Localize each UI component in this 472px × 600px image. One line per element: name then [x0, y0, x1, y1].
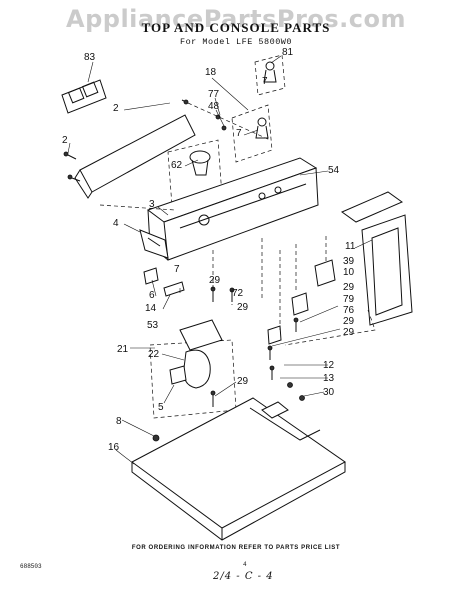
callout-8: 8 — [116, 416, 122, 427]
callout-12: 12 — [323, 360, 335, 371]
callout-29e: 29 — [343, 327, 355, 338]
callout-16: 16 — [108, 442, 120, 453]
callout-62: 62 — [171, 160, 183, 171]
callout-30: 30 — [323, 387, 335, 398]
callout-22: 22 — [148, 349, 160, 360]
connection-lines — [99, 102, 327, 330]
diagram-subtitle: For Model LFE 5800W0 — [179, 37, 293, 47]
callout-54: 54 — [328, 165, 340, 176]
callout-29c: 29 — [343, 282, 355, 293]
callout-39: 39 — [343, 256, 355, 267]
part-motor-assembly — [149, 319, 237, 419]
part-top-panel — [131, 397, 346, 541]
part-switches — [267, 259, 336, 345]
callout-5: 5 — [158, 402, 164, 413]
part-control-knob — [231, 54, 286, 163]
callout-77: 77 — [208, 89, 220, 100]
callout-18: 18 — [205, 67, 217, 78]
callout-6: 6 — [149, 290, 155, 301]
callout-7c: 7 — [174, 264, 180, 275]
callout-7a: 7 — [236, 128, 242, 139]
watermark: AppliancePartsPros.com — [66, 5, 406, 33]
callout-29b: 29 — [209, 275, 221, 286]
callout-labels: 83 81 18 77 48 2 2 7 62 7 54 3 4 11 39 1… — [62, 47, 356, 453]
callout-3: 3 — [149, 199, 155, 210]
callout-21: 21 — [117, 344, 129, 355]
part-console-back-panel — [74, 114, 196, 199]
part-console-end-panel — [61, 79, 107, 114]
diagram-title: TOP AND CONSOLE PARTS — [141, 20, 331, 35]
callout-48: 48 — [208, 101, 220, 112]
callout-29d: 29 — [343, 316, 355, 327]
leader-lines — [67, 55, 373, 465]
part-lid — [284, 191, 413, 346]
handwritten-note: 2/4 - C - 4 — [213, 571, 274, 582]
callout-4: 4 — [113, 218, 119, 229]
callout-29f: 29 — [237, 376, 249, 387]
callout-10: 10 — [343, 267, 355, 278]
part-end-cap — [139, 229, 169, 259]
page-number: 4 — [243, 561, 247, 568]
callout-76: 76 — [343, 305, 355, 316]
document-number: 688503 — [20, 563, 42, 570]
callout-79: 79 — [343, 294, 355, 305]
part-washer — [152, 382, 305, 442]
part-console-housing — [146, 157, 319, 261]
callout-29a: 29 — [237, 302, 249, 313]
callout-72: 72 — [232, 288, 244, 299]
callout-81: 81 — [282, 47, 294, 58]
ordering-note: FOR ORDERING INFORMATION REFER TO PARTS … — [131, 545, 341, 551]
callout-2b: 2 — [62, 135, 68, 146]
part-brackets — [143, 267, 185, 297]
callout-83: 83 — [84, 52, 96, 63]
callout-53: 53 — [147, 320, 159, 331]
callout-11: 11 — [345, 241, 356, 252]
callout-13: 13 — [323, 373, 335, 384]
callout-7b: 7 — [262, 76, 268, 87]
callout-14: 14 — [145, 303, 157, 314]
part-screws — [63, 99, 299, 407]
callout-2a: 2 — [113, 103, 119, 114]
